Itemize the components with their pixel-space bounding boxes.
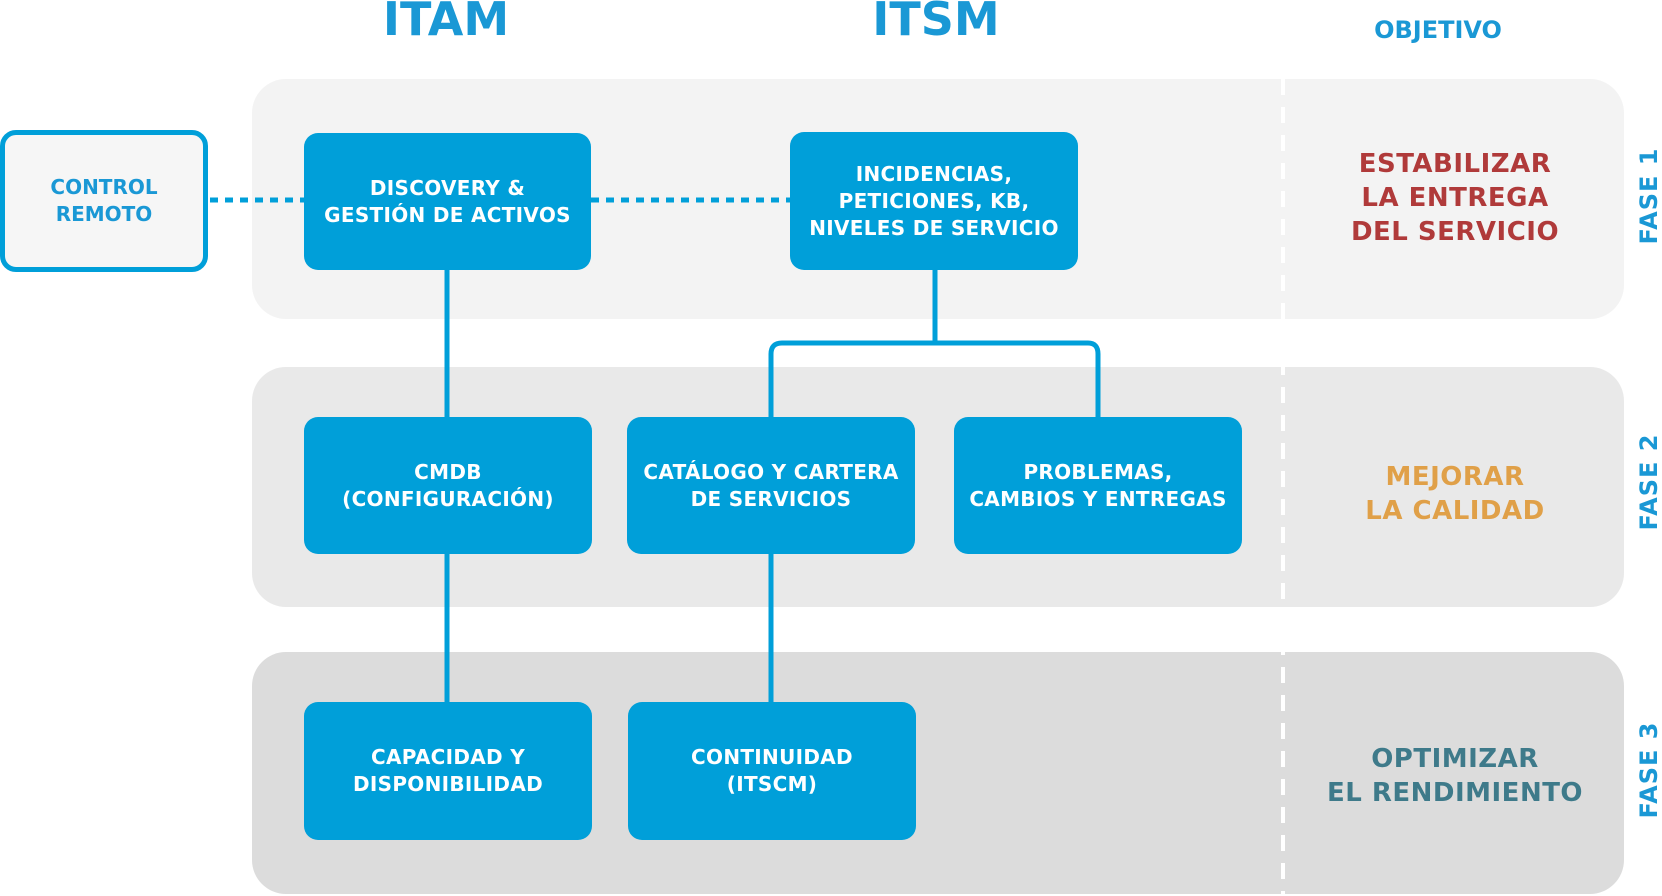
fase-1-label: FASE 1 [1635, 147, 1662, 245]
incidencias-peticiones-box: INCIDENCIAS, PETICIONES, KB, NIVELES DE … [790, 132, 1078, 270]
problemas-cambios-box: PROBLEMAS, CAMBIOS Y ENTREGAS [954, 417, 1242, 554]
objetivo-fase-1: ESTABILIZAR LA ENTREGA DEL SERVICIO [1350, 149, 1560, 247]
objetivo-fase-3: OPTIMIZAR EL RENDIMIENTO [1326, 744, 1584, 808]
column-header-objetivo: OBJETIVO [1374, 16, 1502, 44]
control-remoto-box: CONTROL REMOTO [0, 130, 208, 272]
objetivo-fase-2: MEJORAR LA CALIDAD [1365, 462, 1545, 526]
fase-2-label: FASE 2 [1635, 433, 1662, 531]
column-header-itam: ITAM [382, 0, 510, 46]
capacidad-disponibilidad-box: CAPACIDAD Y DISPONIBILIDAD [304, 702, 592, 840]
column-header-itsm: ITSM [872, 0, 1000, 46]
discovery-gestion-activos-box: DISCOVERY & GESTIÓN DE ACTIVOS [304, 133, 591, 270]
cmdb-box: CMDB (CONFIGURACIÓN) [304, 417, 592, 554]
continuidad-box: CONTINUIDAD (ITSCM) [628, 702, 916, 840]
catalogo-servicios-box: CATÁLOGO Y CARTERA DE SERVICIOS [627, 417, 915, 554]
fase-3-label: FASE 3 [1635, 721, 1662, 819]
